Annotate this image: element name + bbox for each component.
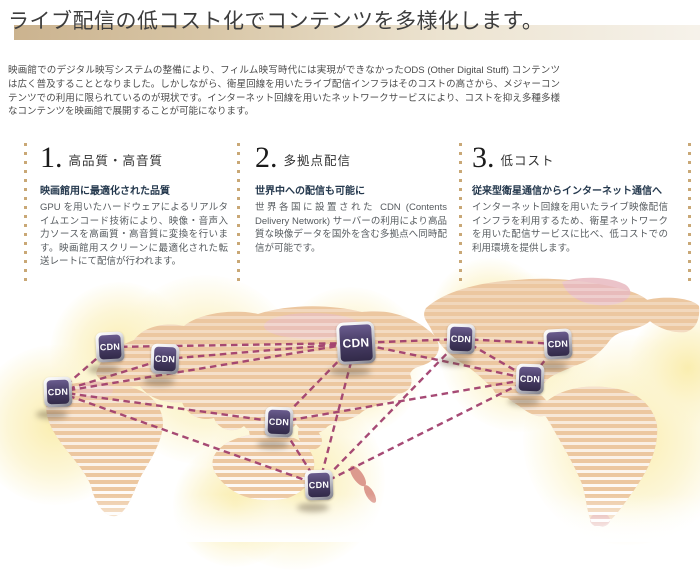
network-link [57, 341, 357, 394]
cdn-node-shadow [508, 397, 540, 406]
feature-body: GPU を用いたハードウェアによるリアルタイムエンコード技術により、映像・音声入… [40, 202, 228, 267]
cdn-node-label: CDN [98, 334, 122, 360]
network-link [460, 337, 559, 346]
cdn-node: CDN [543, 328, 573, 360]
cdn-node-label: CDN [46, 379, 70, 405]
network-link [109, 341, 357, 349]
cdn-node-label: CDN [546, 331, 570, 357]
feature-heading: 多拠点配信 [283, 154, 352, 168]
cdn-node-shadow [439, 357, 471, 366]
feature-column-lowcost: 3. 低コスト 従来型衛星通信からインターネット通信へ インターネット回線を用い… [472, 141, 668, 255]
feature-body: 世界各国に設置された CDN (Contents Delivery Networ… [255, 202, 447, 254]
feature-body: インターネット回線を用いたライブ映像配信インフラを利用するため、衛星ネットワーク… [472, 202, 668, 254]
feature-header: 2. 多拠点配信 [255, 141, 447, 174]
feature-subheading: 映画館用に最適化された品質 [40, 186, 170, 197]
cdn-node-shadow [36, 410, 68, 419]
dotted-divider-3 [459, 143, 462, 285]
network-link [355, 341, 531, 381]
feature-header: 1. 高品質・高音質 [40, 141, 228, 174]
cdn-node-shadow [143, 377, 175, 386]
cdn-node: CDN [446, 323, 476, 355]
cdn-node: CDN [335, 321, 377, 365]
feature-number: 2. [255, 141, 278, 174]
network-link [164, 341, 357, 361]
cdn-node-shadow [329, 367, 371, 376]
cdn-node: CDN [150, 343, 180, 375]
land-new-zealand-1 [349, 465, 367, 487]
feature-heading: 高品質・高音質 [68, 154, 164, 168]
network-link [57, 357, 166, 394]
cdn-node-shadow [257, 440, 289, 449]
feature-number: 3. [472, 141, 495, 174]
network-link [278, 377, 531, 424]
network-links-svg [57, 337, 559, 487]
feature-subheading: 従来型衛星通信からインターネット通信へ [472, 186, 662, 197]
cdn-node-label: CDN [267, 409, 291, 435]
cdn-node: CDN [43, 376, 73, 408]
cdn-node-shadow [88, 365, 120, 374]
cdn-node: CDN [264, 406, 294, 438]
network-link [318, 377, 531, 487]
bottom-fade [0, 494, 700, 542]
network-link [318, 338, 462, 486]
feature-heading: 低コスト [500, 154, 555, 168]
cdn-node-label: CDN [518, 366, 542, 392]
cdn-node-label: CDN [307, 472, 331, 498]
feature-number: 1. [40, 141, 63, 174]
cdn-node-label: CDN [449, 326, 473, 352]
feature-header: 3. 低コスト [472, 141, 668, 174]
network-link [57, 390, 280, 424]
title-underline-bar [14, 25, 700, 40]
cdn-node-label: CDN [339, 324, 373, 362]
cdn-node: CDN [304, 469, 334, 501]
cdn-node-label: CDN [153, 346, 177, 372]
cdn-node: CDN [95, 331, 125, 363]
cdn-node-shadow [536, 362, 568, 371]
dotted-divider-4 [688, 143, 691, 285]
network-link [57, 390, 320, 487]
page-title: ライブ配信の低コスト化でコンテンツを多様化します。 [8, 9, 544, 33]
feature-column-multipoint: 2. 多拠点配信 世界中への配信も可能に 世界各国に設置された CDN (Con… [255, 141, 447, 255]
dotted-divider-2 [237, 143, 240, 285]
feature-subheading: 世界中への配信も可能に [255, 186, 365, 197]
dotted-divider-1 [24, 143, 27, 285]
cdn-node-shadow [297, 503, 329, 512]
intro-paragraph: 映画館でのデジタル映写システムの整備により、フィルム映写時代には実現ができなかっ… [8, 65, 560, 118]
cdn-node: CDN [515, 363, 545, 395]
feature-column-quality: 1. 高品質・高音質 映画館用に最適化された品質 GPU を用いたハードウェアに… [40, 141, 228, 269]
network-link [317, 342, 358, 486]
